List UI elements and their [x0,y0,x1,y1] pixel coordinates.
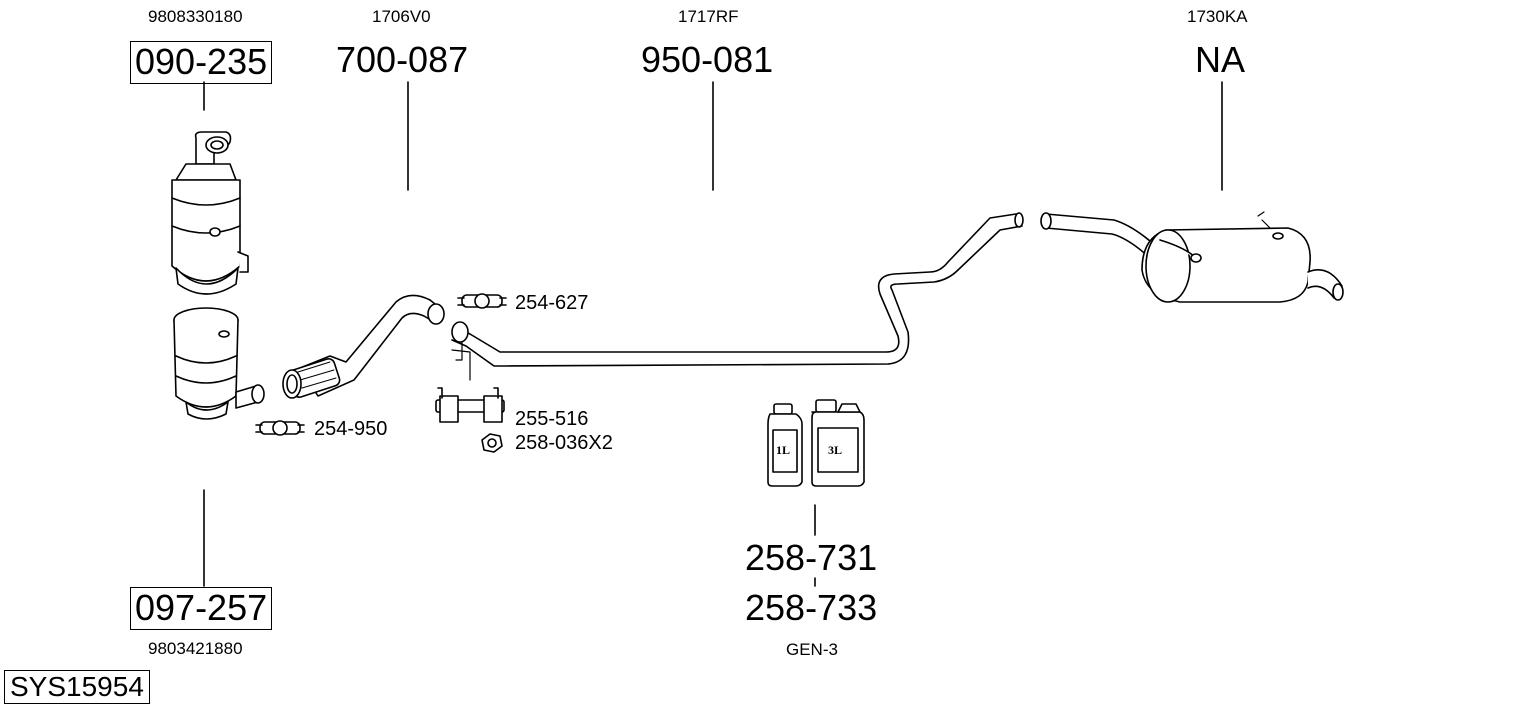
middle-pipe [451,212,1024,381]
oem-number-2: 1706V0 [372,7,431,26]
clamp-icon-254-950 [255,420,305,436]
nut-icon [481,433,503,453]
fluid-code: GEN-3 [786,640,838,659]
front-pipe-flex [282,294,445,399]
part-number-258-731[interactable]: 258-731 [745,537,878,578]
small-bottle-volume: 1L [776,443,791,457]
rear-silencer [1040,211,1344,303]
part-number-na[interactable]: NA [1195,39,1246,80]
part-number-097-257[interactable]: 097-257 [130,587,273,630]
mount-label-255-516[interactable]: 255-516 [515,408,589,430]
part-number-090-235[interactable]: 090-235 [130,41,273,84]
oem-number-4: 1730KA [1187,7,1248,26]
oem-number-1: 9808330180 [148,7,243,26]
large-bottle-volume: 3L [828,443,843,457]
clamp-label-254-950[interactable]: 254-950 [314,418,388,440]
fluid-bottle-large [811,399,865,487]
oem-number-3: 1717RF [678,7,739,26]
clamp-label-254-627[interactable]: 254-627 [515,292,589,314]
part-number-258-733[interactable]: 258-733 [745,587,878,628]
clamp-icon-254-627 [457,293,507,309]
system-id: SYS15954 [4,670,150,704]
fluid-bottle-small [767,403,803,487]
part-number-700-087[interactable]: 700-087 [336,39,469,80]
particulate-filter-lower [173,307,265,420]
catalytic-converter-upper [171,131,249,295]
part-number-950-081[interactable]: 950-081 [641,39,774,80]
rubber-mount-icon [435,387,505,423]
nut-label-258-036x2[interactable]: 258-036X2 [515,432,613,454]
oem-number-5: 9803421880 [148,639,243,658]
